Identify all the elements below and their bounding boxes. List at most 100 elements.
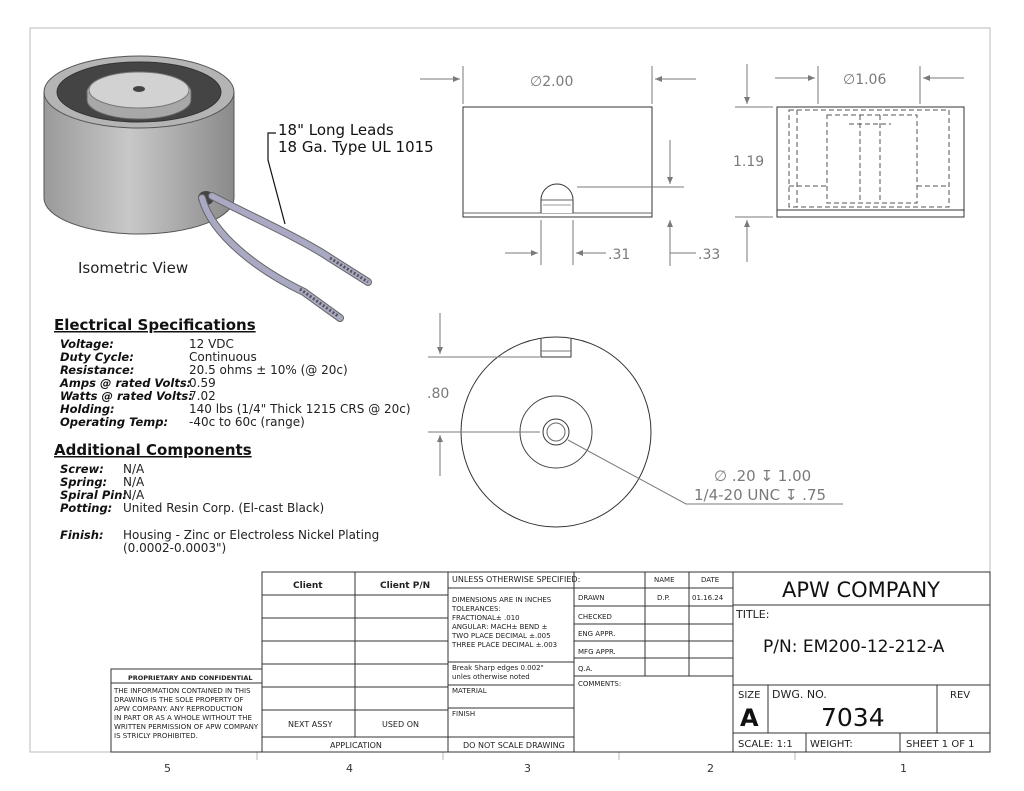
application-label: APPLICATION: [330, 741, 382, 750]
break-note-line: unles otherwise noted: [452, 673, 530, 681]
dwg-no-value: 7034: [821, 703, 885, 732]
electrical-title: Electrical Specifications: [54, 316, 256, 334]
drawn-date: 01.16.24: [692, 594, 724, 602]
spec-label: Watts @ rated Volts:: [60, 389, 193, 403]
mfg-appr-label: MFG APPR.: [578, 648, 616, 656]
proprietary-notice: PROPRIETARY AND CONFIDENTIAL THE INFORMA…: [110, 668, 263, 753]
additional-title: Additional Components: [54, 441, 252, 459]
slot-height-dim: .33: [698, 247, 720, 263]
thread-note: 1/4-20 UNC ↧ .75: [694, 486, 826, 504]
additional-components: Additional Components Screw: N/A Spring:…: [54, 441, 379, 555]
eng-appr-label: ENG APPR.: [578, 630, 615, 638]
zone-labels: 5 4 3 2 1: [164, 762, 907, 775]
component-value: N/A: [123, 475, 145, 489]
spec-label: Amps @ rated Volts:: [59, 376, 191, 390]
client-pn-header: Client P/N: [380, 581, 430, 591]
drawn-name: D.P.: [657, 594, 670, 602]
top-view: [460, 336, 652, 528]
finish-line-1: Housing - Zinc or Electroless Nickel Pla…: [123, 528, 379, 542]
component-value: United Resin Corp. (El-cast Black): [123, 501, 324, 515]
component-label: Spiral Pin:: [60, 488, 127, 502]
proprietary-line: IN PART OR AS A WHOLE WITHOUT THE: [114, 714, 252, 722]
finish-label: Finish:: [60, 528, 104, 542]
isometric-view: 18" Long Leads 18 Ga. Type UL 1015 Isome…: [43, 55, 434, 322]
isometric-view-label: Isometric View: [78, 259, 188, 277]
top-offset-dim: .80: [427, 386, 449, 402]
hole-depth-note: ∅ .20 ↧ 1.00: [714, 467, 811, 485]
zone-5: 5: [164, 762, 171, 775]
dims-note-line: THREE PLACE DECIMAL ±.003: [451, 641, 557, 649]
size-value: A: [740, 704, 759, 732]
leads-gauge-note: 18 Ga. Type UL 1015: [278, 138, 434, 156]
spec-label: Duty Cycle:: [60, 350, 134, 364]
zone-1: 1: [900, 762, 907, 775]
spec-value: 140 lbs (1/4" Thick 1215 CRS @ 20c): [189, 402, 411, 416]
side-diameter-dim: ∅1.06: [843, 72, 886, 88]
slot-width-dim: .31: [608, 247, 630, 263]
front-diameter-dim: ∅2.00: [530, 74, 573, 90]
company-name: APW COMPANY: [782, 578, 940, 602]
spec-value: Continuous: [189, 350, 257, 364]
spec-label: Holding:: [60, 402, 115, 416]
front-view: [462, 106, 653, 218]
component-label: Screw:: [60, 462, 104, 476]
spec-value: -40c to 60c (range): [189, 415, 305, 429]
component-label: Spring:: [60, 475, 107, 489]
proprietary-line: IS STRICLY PROHIBITED.: [114, 732, 198, 740]
dims-note-line: ANGULAR: MACH± BEND ±: [452, 623, 548, 631]
scale-label: SCALE: 1:1: [738, 739, 793, 750]
side-view: [776, 106, 965, 218]
proprietary-line: WRITTEN PERMISSION OF APW COMPANY: [114, 723, 259, 731]
dims-note-line: FRACTIONAL± .010: [452, 614, 520, 622]
zone-3: 3: [524, 762, 531, 775]
title-block: [261, 571, 991, 753]
electrical-specifications: Electrical Specifications Voltage: 12 VD…: [54, 316, 411, 429]
spec-label: Resistance:: [60, 363, 134, 377]
do-not-scale: DO NOT SCALE DRAWING: [463, 741, 565, 750]
zone-ticks: [256, 752, 796, 760]
proprietary-title: PROPRIETARY AND CONFIDENTIAL: [128, 674, 253, 682]
height-dim: 1.19: [733, 154, 764, 170]
finish-line-2: (0.0002-0.0003"): [123, 541, 226, 555]
spec-label: Operating Temp:: [60, 415, 168, 429]
zone-4: 4: [346, 762, 353, 775]
dwg-no-label: DWG. NO.: [772, 688, 827, 701]
size-label: SIZE: [738, 690, 760, 701]
proprietary-line: APW COMPANY. ANY REPRODUCTION: [114, 705, 243, 713]
side-view-dimensions: [735, 64, 964, 262]
component-value: N/A: [123, 462, 145, 476]
proprietary-line: DRAWING IS THE SOLE PROPERTY OF: [114, 696, 244, 704]
date-header: DATE: [701, 576, 719, 584]
used-on-label: USED ON: [382, 720, 419, 729]
part-number: P/N: EM200-12-212-A: [763, 637, 945, 657]
proprietary-line: THE INFORMATION CONTAINED IN THIS: [113, 687, 251, 695]
rev-label: REV: [950, 690, 970, 701]
comments-label: COMMENTS:: [578, 680, 621, 688]
name-header: NAME: [654, 576, 675, 584]
weight-label: WEIGHT:: [810, 739, 853, 750]
spec-value: 0.59: [189, 376, 216, 390]
sheet-label: SHEET 1 OF 1: [906, 739, 975, 750]
dims-note-line: TOLERANCES:: [451, 605, 501, 613]
next-assy-label: NEXT ASSY: [288, 720, 332, 729]
material-label: MATERIAL: [452, 687, 487, 695]
dims-note-line: DIMENSIONS ARE IN INCHES: [452, 596, 552, 604]
spec-label: Voltage:: [60, 337, 114, 351]
top-view-dimensions: [428, 313, 843, 505]
component-label: Potting:: [60, 501, 112, 515]
spec-value: 20.5 ohms ± 10% (@ 20c): [189, 363, 348, 377]
spec-value: 7.02: [189, 389, 216, 403]
spec-value: 12 VDC: [189, 337, 234, 351]
title-label: TITLE:: [735, 608, 769, 621]
qa-label: Q.A.: [578, 665, 593, 673]
title-block-text: Client Client P/N NEXT ASSY USED ON APPL…: [288, 575, 975, 750]
client-header: Client: [293, 581, 323, 591]
unless-specified: UNLESS OTHERWISE SPECIFIED:: [452, 575, 580, 584]
drawn-label: DRAWN: [578, 594, 605, 602]
checked-label: CHECKED: [578, 613, 612, 621]
finish-block-label: FINISH: [452, 710, 475, 718]
break-note-line: Break Sharp edges 0.002": [452, 664, 544, 672]
zone-2: 2: [707, 762, 714, 775]
component-value: N/A: [123, 488, 145, 502]
dims-note-line: TWO PLACE DECIMAL ±.005: [451, 632, 551, 640]
